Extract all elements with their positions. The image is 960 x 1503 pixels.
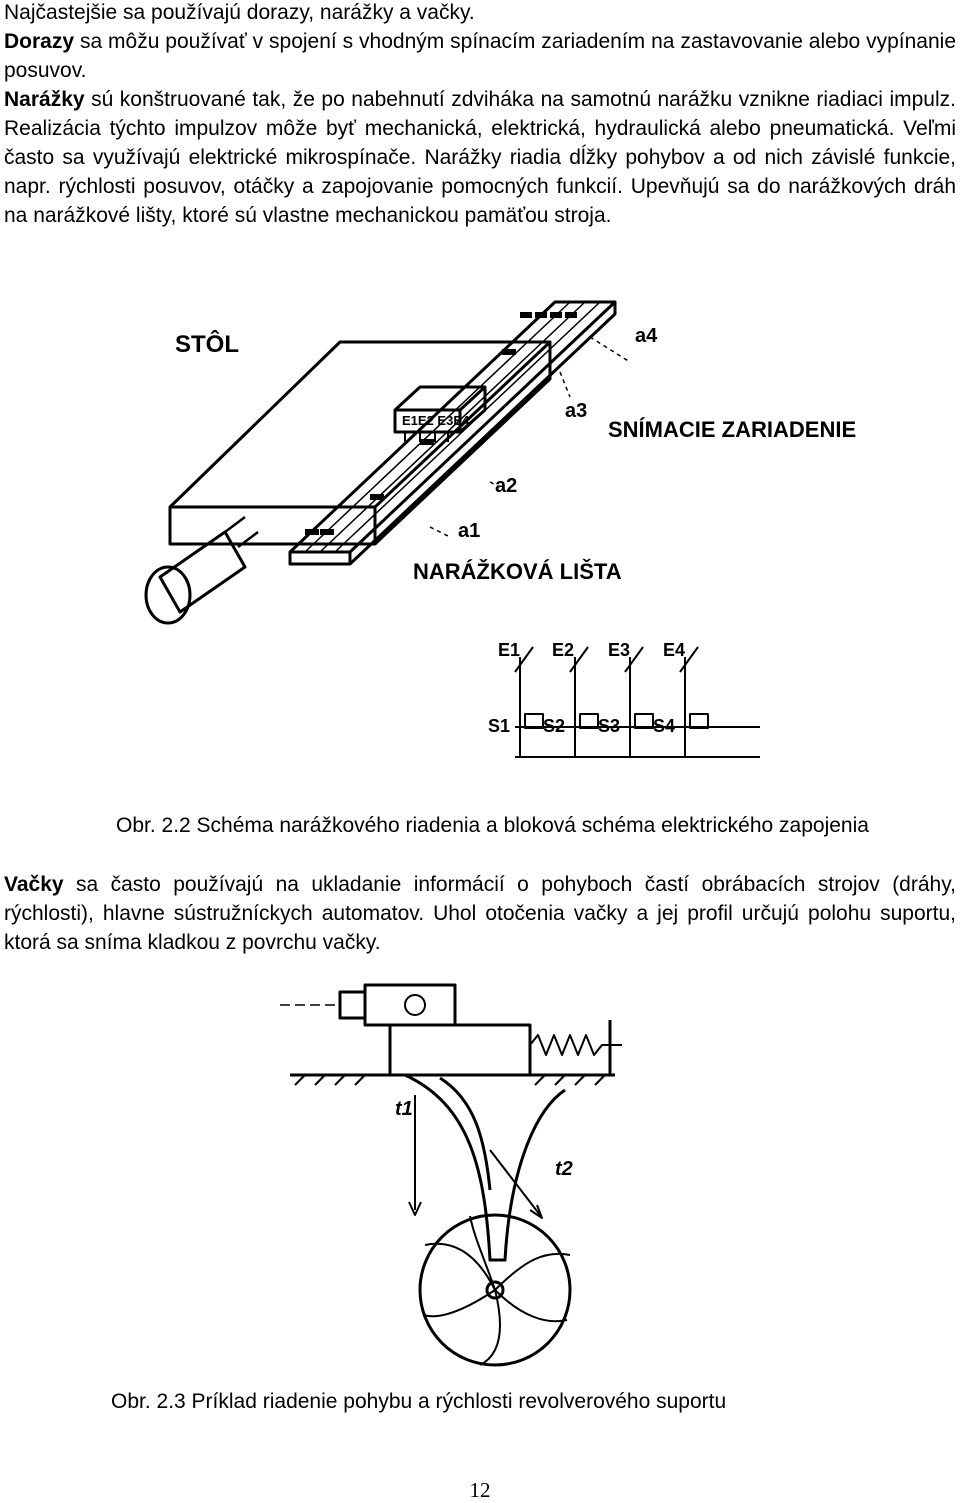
label-t1: t1 bbox=[395, 1098, 413, 1120]
tool-holder bbox=[363, 983, 457, 1027]
motor-body bbox=[158, 530, 247, 614]
label-e4: E4 bbox=[663, 640, 685, 660]
label-s1: S1 bbox=[488, 716, 510, 736]
cam-disc bbox=[418, 1213, 572, 1367]
table-front bbox=[168, 507, 377, 546]
label-a4: a4 bbox=[635, 325, 658, 347]
page-number: 12 bbox=[469, 1478, 491, 1502]
figure2-caption: Obr. 2.3 Príklad riadenie pohybu a rýchl… bbox=[111, 1390, 727, 1413]
term-dorazy: Dorazy bbox=[4, 30, 75, 53]
term-vacky: Vačky bbox=[4, 873, 64, 896]
motor-end bbox=[144, 565, 192, 625]
label-e1: E1 bbox=[498, 640, 520, 660]
figure-stop-rail-diagram: STÔL a4 a3 SNÍMACIE ZARIADENIE E1E2 E3E4… bbox=[144, 300, 856, 758]
label-s3: S3 bbox=[598, 716, 620, 736]
label-a3: a3 bbox=[565, 400, 587, 422]
label-s4: S4 bbox=[653, 716, 675, 736]
slide bbox=[388, 1023, 532, 1077]
label-a2: a2 bbox=[495, 475, 517, 497]
label-e2: E2 bbox=[552, 640, 574, 660]
label-s2: S2 bbox=[543, 716, 565, 736]
sensor-box bbox=[393, 385, 487, 412]
vacky-text: sa často používajú na ukladanie informác… bbox=[4, 873, 956, 954]
table-side bbox=[373, 342, 552, 546]
label-table: STÔL bbox=[175, 330, 239, 358]
dorazy-text: sa môžu používať v spojení s vhodným spí… bbox=[4, 30, 956, 82]
term-narazky: Narážky bbox=[4, 88, 85, 111]
label-e-box: E1E2 E3E4 bbox=[402, 413, 470, 428]
paragraph-intro: Najčastejšie sa používajú dorazy, narážk… bbox=[4, 0, 956, 27]
spring bbox=[529, 1034, 622, 1056]
paragraph-narazky: Narážky sú konštruované tak, že po nabeh… bbox=[4, 85, 956, 230]
label-rail: NARÁŽKOVÁ LIŠTA bbox=[413, 559, 622, 584]
figure-cam-diagram: t1 t2 bbox=[280, 983, 622, 1367]
label-a1: a1 bbox=[458, 520, 480, 542]
label-t2: t2 bbox=[555, 1158, 573, 1180]
label-sensor: SNÍMACIE ZARIADENIE bbox=[608, 417, 856, 442]
table-top bbox=[168, 340, 552, 509]
figure1-caption: Obr. 2.2 Schéma narážkového riadenia a b… bbox=[116, 814, 869, 837]
paragraph-dorazy: Dorazy sa môžu používať v spojení s vhod… bbox=[4, 27, 956, 85]
paragraph-vacky: Vačky sa často používajú na ukladanie in… bbox=[4, 870, 956, 957]
lever bbox=[404, 1073, 566, 1262]
label-e3: E3 bbox=[608, 640, 630, 660]
narazky-text: sú konštruované tak, že po nabehnutí zdv… bbox=[4, 88, 956, 227]
intro-text: Najčastejšie sa používajú dorazy, narážk… bbox=[4, 1, 475, 24]
